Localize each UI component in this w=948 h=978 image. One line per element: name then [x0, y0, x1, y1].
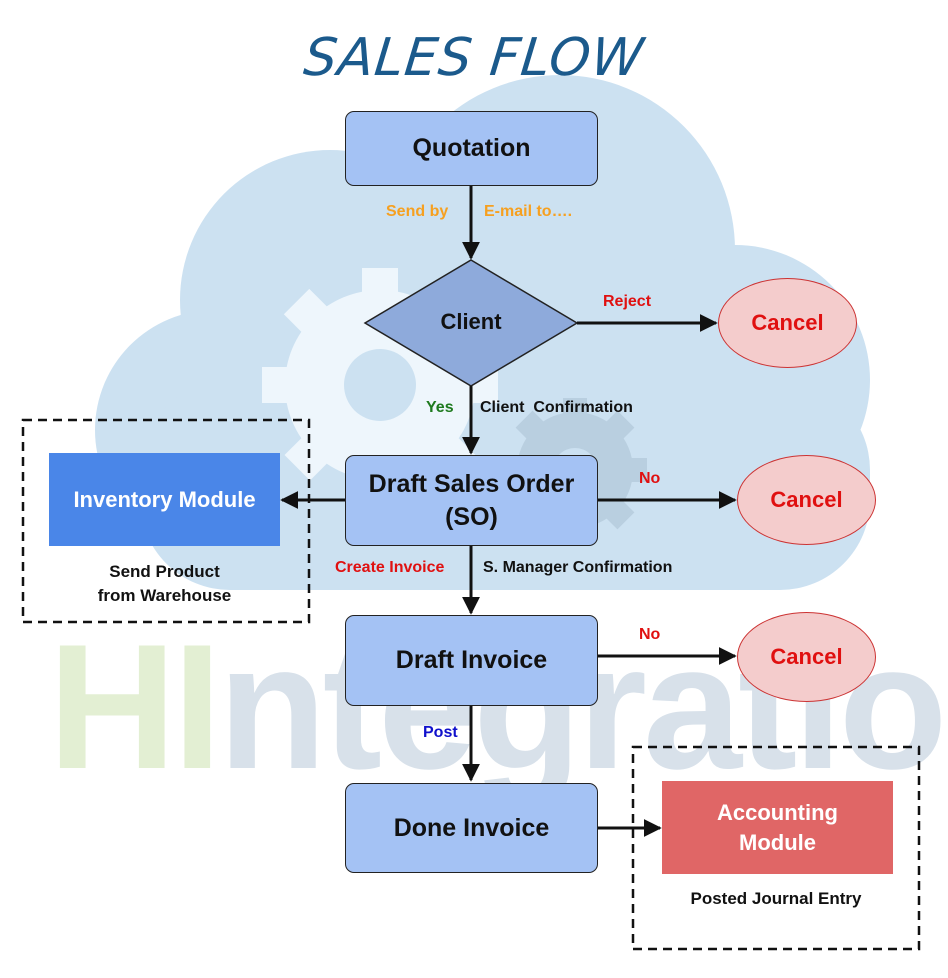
client-node-label[interactable]: Client — [440, 309, 502, 334]
email-to-label: E-mail to…. — [484, 203, 573, 220]
send-product-note: Send Product from Warehouse — [49, 560, 280, 608]
posted-journal-entry-note: Posted Journal Entry — [690, 889, 862, 908]
from-warehouse-line: from Warehouse — [97, 586, 232, 605]
manager-confirmation-label: S. Manager Confirmation — [483, 559, 673, 576]
quotation-node[interactable]: Quotation — [345, 111, 598, 186]
create-invoice-label: Create Invoice — [335, 559, 445, 576]
reject-label: Reject — [603, 293, 652, 310]
done-invoice-node[interactable]: Done Invoice — [345, 783, 598, 873]
send-by-label: Send by — [386, 203, 449, 220]
draft-sales-order-node[interactable]: Draft Sales Order (SO) — [345, 455, 598, 546]
accounting-module-node[interactable]: Accounting Module — [662, 781, 893, 874]
send-product-line: Send Product — [109, 562, 220, 581]
cancel-node-invoice[interactable]: Cancel — [737, 612, 876, 702]
no-label-so: No — [639, 470, 661, 487]
inventory-module-node[interactable]: Inventory Module — [49, 453, 280, 546]
inventory-frame — [21, 418, 311, 624]
cancel-node-reject[interactable]: Cancel — [718, 278, 857, 368]
page-title: SALES FLOW — [301, 28, 647, 88]
client-confirmation-label: Client Confirmation — [480, 399, 633, 416]
post-label: Post — [423, 724, 458, 741]
draft-invoice-node[interactable]: Draft Invoice — [345, 615, 598, 706]
cancel-node-so[interactable]: Cancel — [737, 455, 876, 545]
no-label-invoice: No — [639, 626, 661, 643]
yes-label: Yes — [426, 399, 454, 416]
accounting-frame — [631, 745, 921, 951]
